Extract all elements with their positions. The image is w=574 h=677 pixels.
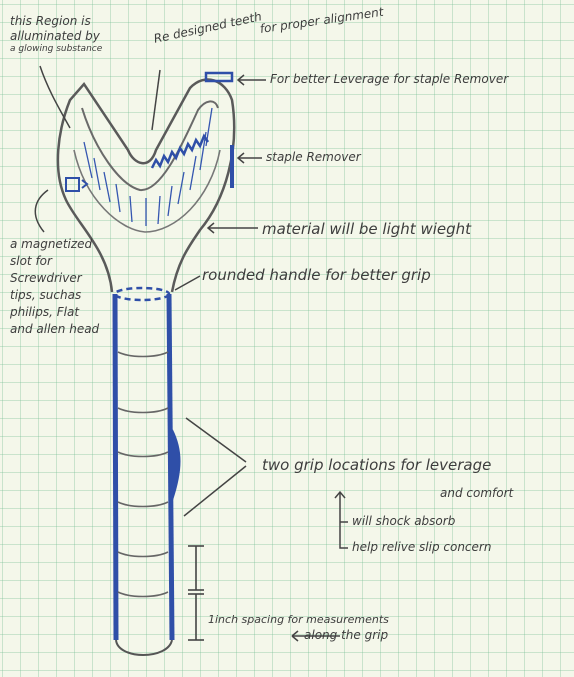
magnet-slot-line2: slot for	[10, 253, 99, 270]
grip-note: two grip locations for leverage	[262, 456, 491, 475]
material-note: material will be light wieght	[262, 220, 471, 239]
grip-bulge	[172, 430, 180, 500]
spacing-note-line1: 1inch spacing for measurements	[208, 614, 389, 625]
head-inner-outline	[82, 101, 218, 190]
grip-bands	[118, 352, 168, 597]
slot-pointer	[82, 180, 87, 188]
magnet-slot-note: a magnetized slot for Screwdriver tips, …	[10, 236, 99, 338]
magnet-slot-line6: and allen head	[10, 321, 99, 338]
staple-remover-note: staple Remover	[266, 150, 361, 165]
spacing-note-line2: along the grip	[304, 628, 388, 643]
leverage-cap	[206, 73, 232, 81]
comfort-note: and comfort	[440, 486, 513, 501]
magnet-slot-line3: Screwdriver	[10, 270, 99, 287]
spacing-dimension	[188, 546, 204, 640]
handle-right-edge	[169, 294, 172, 640]
magnet-slot-line5: philips, Flat	[10, 304, 99, 321]
glow-region-line1: this Region is	[10, 14, 102, 29]
glow-region-line2: alluminated by	[10, 29, 102, 44]
handle-top	[115, 288, 169, 300]
magnetic-slot	[66, 178, 79, 191]
magnet-slot-line1: a magnetized	[10, 236, 99, 253]
handle-left-edge	[115, 294, 116, 640]
shock-note: will shock absorb	[352, 514, 455, 529]
glow-region-line3: a glowing substance	[10, 44, 102, 55]
handle-bottom	[116, 640, 172, 655]
glow-region-note: this Region is alluminated by a glowing …	[10, 14, 102, 55]
slip-note: help relive slip concern	[352, 540, 491, 555]
magnet-slot-line4: tips, suchas	[10, 287, 99, 304]
handle-note: rounded handle for better grip	[202, 266, 431, 285]
leverage-note: For better Leverage for staple Remover	[270, 72, 508, 87]
